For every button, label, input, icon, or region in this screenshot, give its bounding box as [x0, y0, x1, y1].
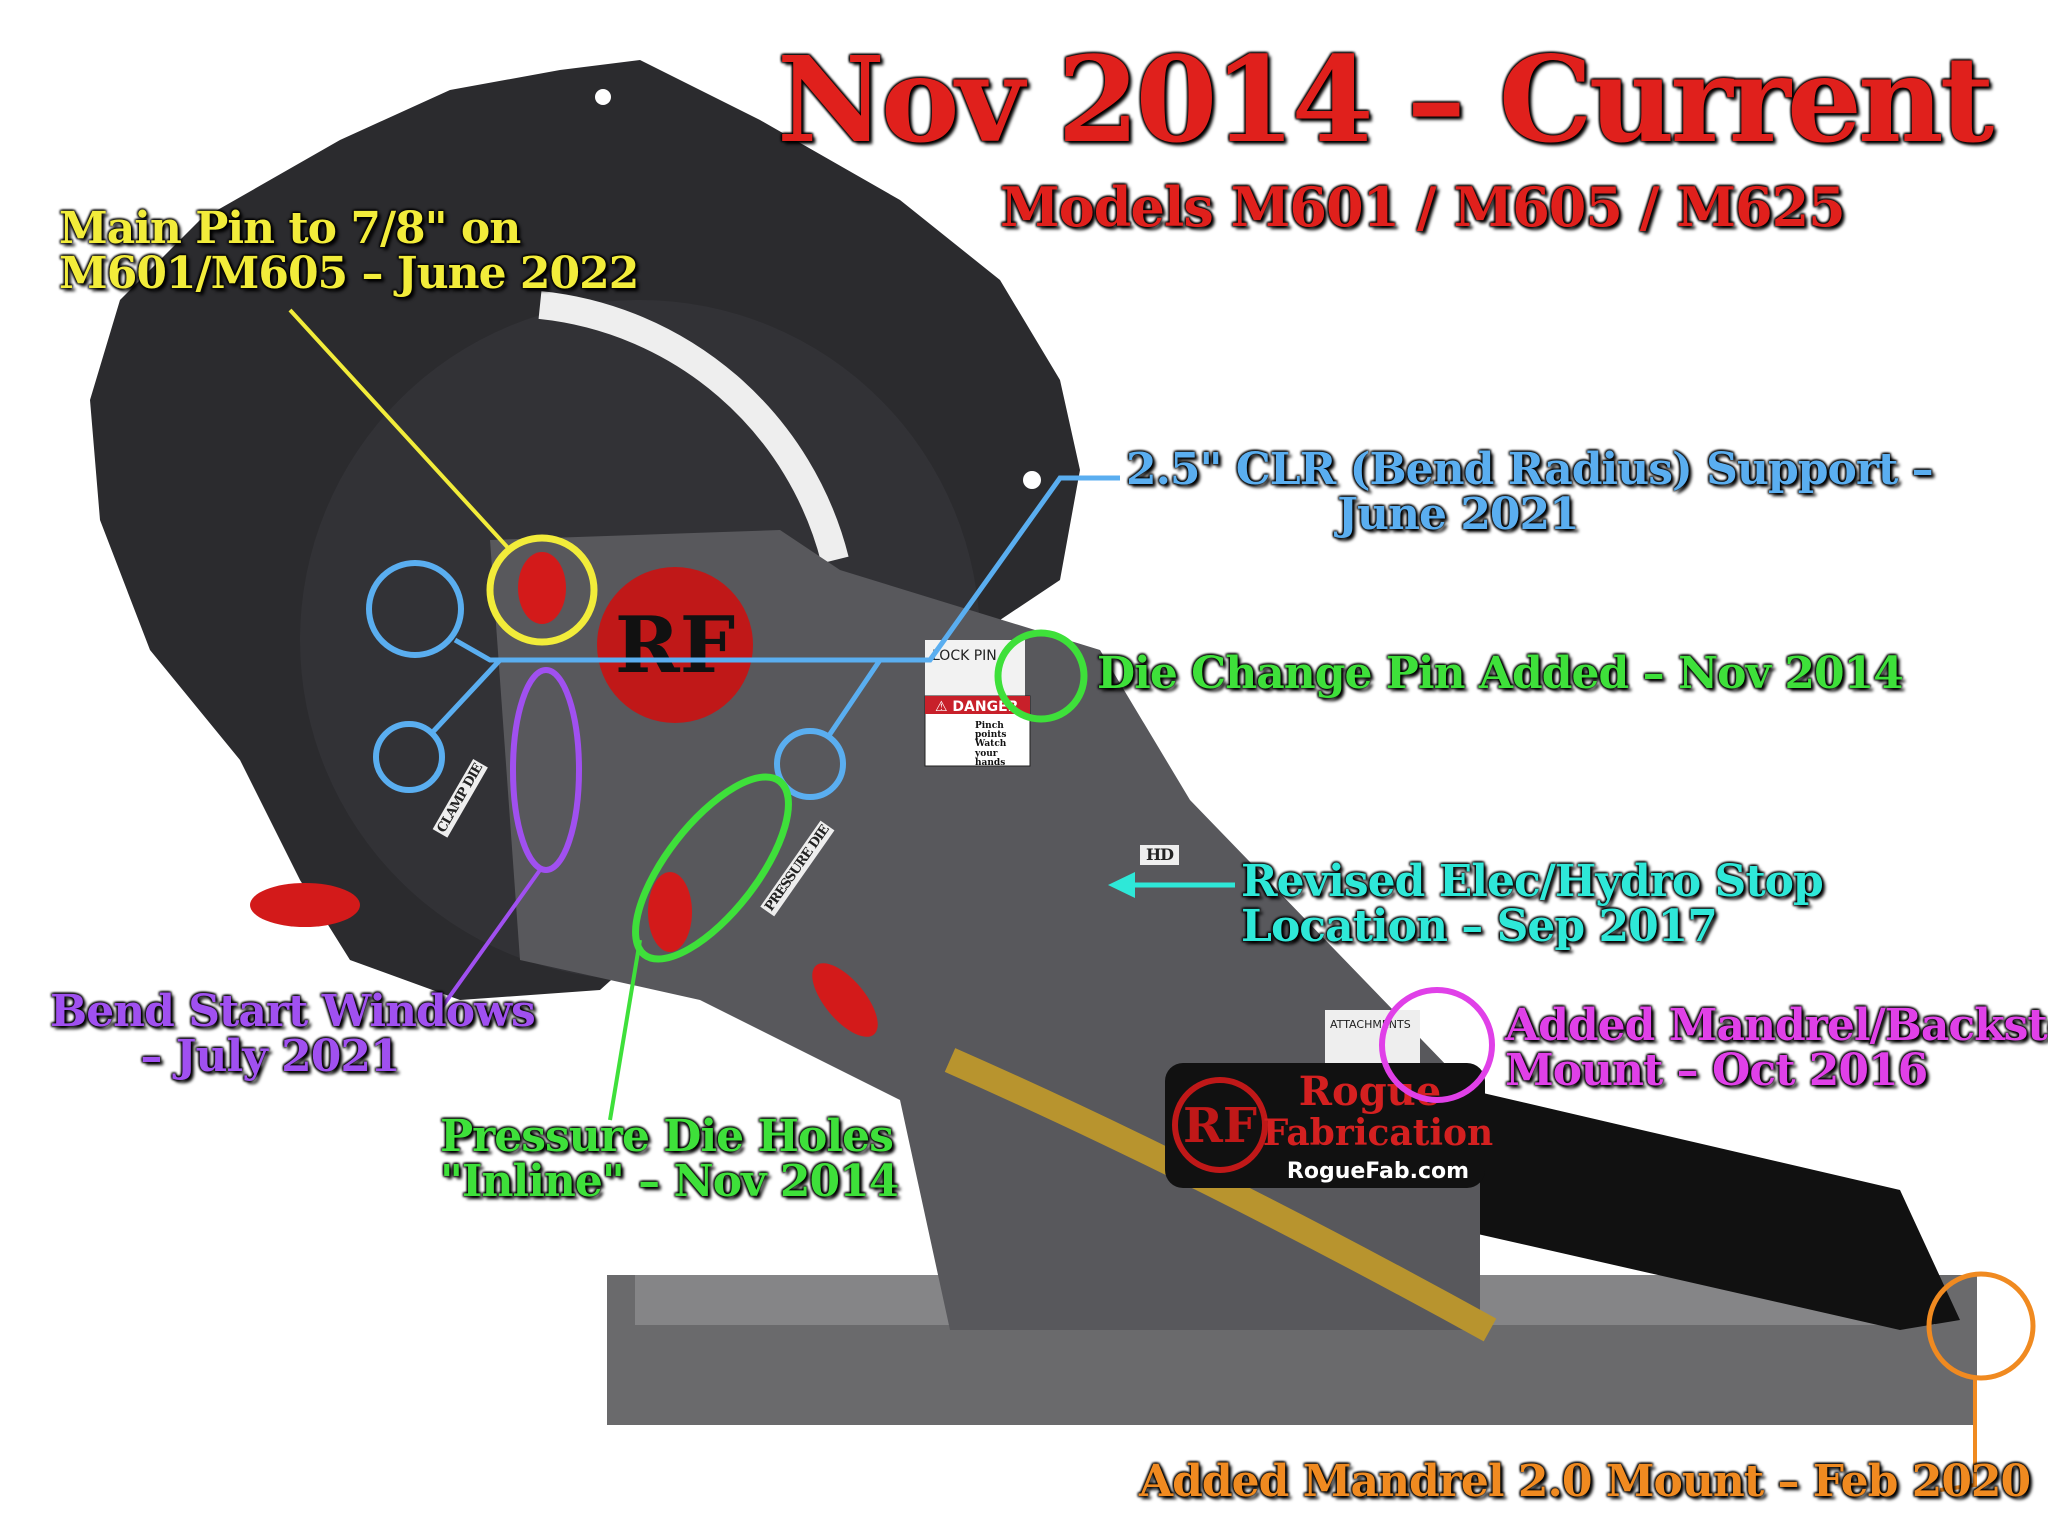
models-subtitle: Models M601 / M605 / M625 — [1000, 175, 1846, 239]
attachments-sticker — [1325, 1010, 1420, 1065]
elec-hydro-arrowhead — [1108, 872, 1135, 898]
bend-start-marker — [510, 667, 582, 873]
clr-marker-3 — [774, 728, 846, 800]
hydraulic-cylinder — [1460, 1090, 1960, 1330]
clamp-die-handle — [250, 883, 360, 927]
mandrel2-label: Added Mandrel 2.0 Mount – Feb 2020 — [1139, 1456, 2031, 1507]
clr-line2: June 2021 — [1337, 488, 1580, 540]
bend-start-label: Bend Start Windows – July 2021 — [50, 986, 536, 1082]
mandrel2-marker — [1926, 1271, 2036, 1381]
main-pin-label: Main Pin to 7/8" on M601/M605 – June 202… — [59, 203, 639, 299]
clr-leader — [453, 475, 1120, 663]
rf-logo-mark: RF — [615, 600, 735, 691]
bend-start-line1: Bend Start Windows — [50, 986, 536, 1037]
hole — [1023, 471, 1041, 489]
main-pin-marker — [486, 534, 598, 646]
pressure-die-line1: Pressure Die Holes — [440, 1111, 894, 1162]
fabrication-text: Fabrication — [1263, 1112, 1493, 1154]
main-pin-line2: M601/M605 – June 2022 — [59, 247, 639, 299]
rf-logo-disc — [597, 567, 753, 723]
backstop-line1: Added Mandrel/Backstop — [1505, 1000, 2048, 1051]
main-pin-leader — [288, 308, 512, 552]
elec-hydro-line2: Location – Sep 2017 — [1241, 900, 1718, 952]
bend-start-leader — [438, 868, 542, 1012]
elec-hydro-label: Revised Elec/Hydro Stop Location – Sep 2… — [1241, 856, 1824, 952]
die-change-marker — [994, 629, 1088, 723]
rogue-text: Rogue — [1299, 1068, 1441, 1115]
pressure-die-handle — [648, 872, 692, 952]
clr-support-label: 2.5" CLR (Bend Radius) Support – June 20… — [1126, 444, 1934, 540]
hd-sticker: HD — [1140, 845, 1179, 866]
backstop-line2: Mount – Oct 2016 — [1505, 1044, 1928, 1096]
degree-scale — [538, 291, 849, 564]
bend-start-line2: – July 2021 — [140, 1030, 400, 1082]
pressure-die-marker — [632, 773, 792, 963]
clr-leader-3 — [825, 658, 883, 739]
clr-leader-2 — [428, 658, 502, 737]
clr-marker-2 — [373, 721, 445, 793]
page-title: Nov 2014 – Current — [777, 30, 1994, 169]
pressure-die-label: Pressure Die Holes "Inline" – Nov 2014 — [440, 1111, 899, 1207]
backstop-label: Added Mandrel/Backstop Mount – Oct 2016 — [1505, 1000, 2048, 1096]
rogue-fab-sticker — [1165, 1063, 1485, 1188]
attachments-text: ATTACHMENTS — [1330, 1018, 1411, 1031]
rf-sticker-letters: RF — [1183, 1098, 1257, 1154]
main-pin-line1: Main Pin to 7/8" on — [59, 203, 521, 254]
pressure-die-line2: "Inline" – Nov 2014 — [440, 1155, 899, 1207]
pressure-die-leader — [608, 939, 642, 1121]
pinch-points-text: Pinch points Watch your hands — [975, 721, 1007, 768]
backstop-marker — [1379, 987, 1495, 1103]
mandrel2-leader — [1939, 1378, 1977, 1492]
clr-marker-1 — [366, 560, 464, 658]
rf-sticker-mark — [1172, 1077, 1268, 1173]
main-pin-handle — [518, 552, 566, 624]
die-change-label: Die Change Pin Added – Nov 2014 — [1097, 648, 1904, 699]
lock-pin-text: LOCK PIN — [932, 648, 997, 664]
lower-handle — [812, 963, 878, 1037]
clr-line1: 2.5" CLR (Bend Radius) Support – — [1126, 444, 1934, 495]
danger-text: ⚠ DANGER — [935, 699, 1019, 715]
roguefab-url: RogueFab.com — [1287, 1159, 1469, 1184]
elec-hydro-line1: Revised Elec/Hydro Stop — [1241, 856, 1824, 907]
hole — [595, 89, 611, 105]
